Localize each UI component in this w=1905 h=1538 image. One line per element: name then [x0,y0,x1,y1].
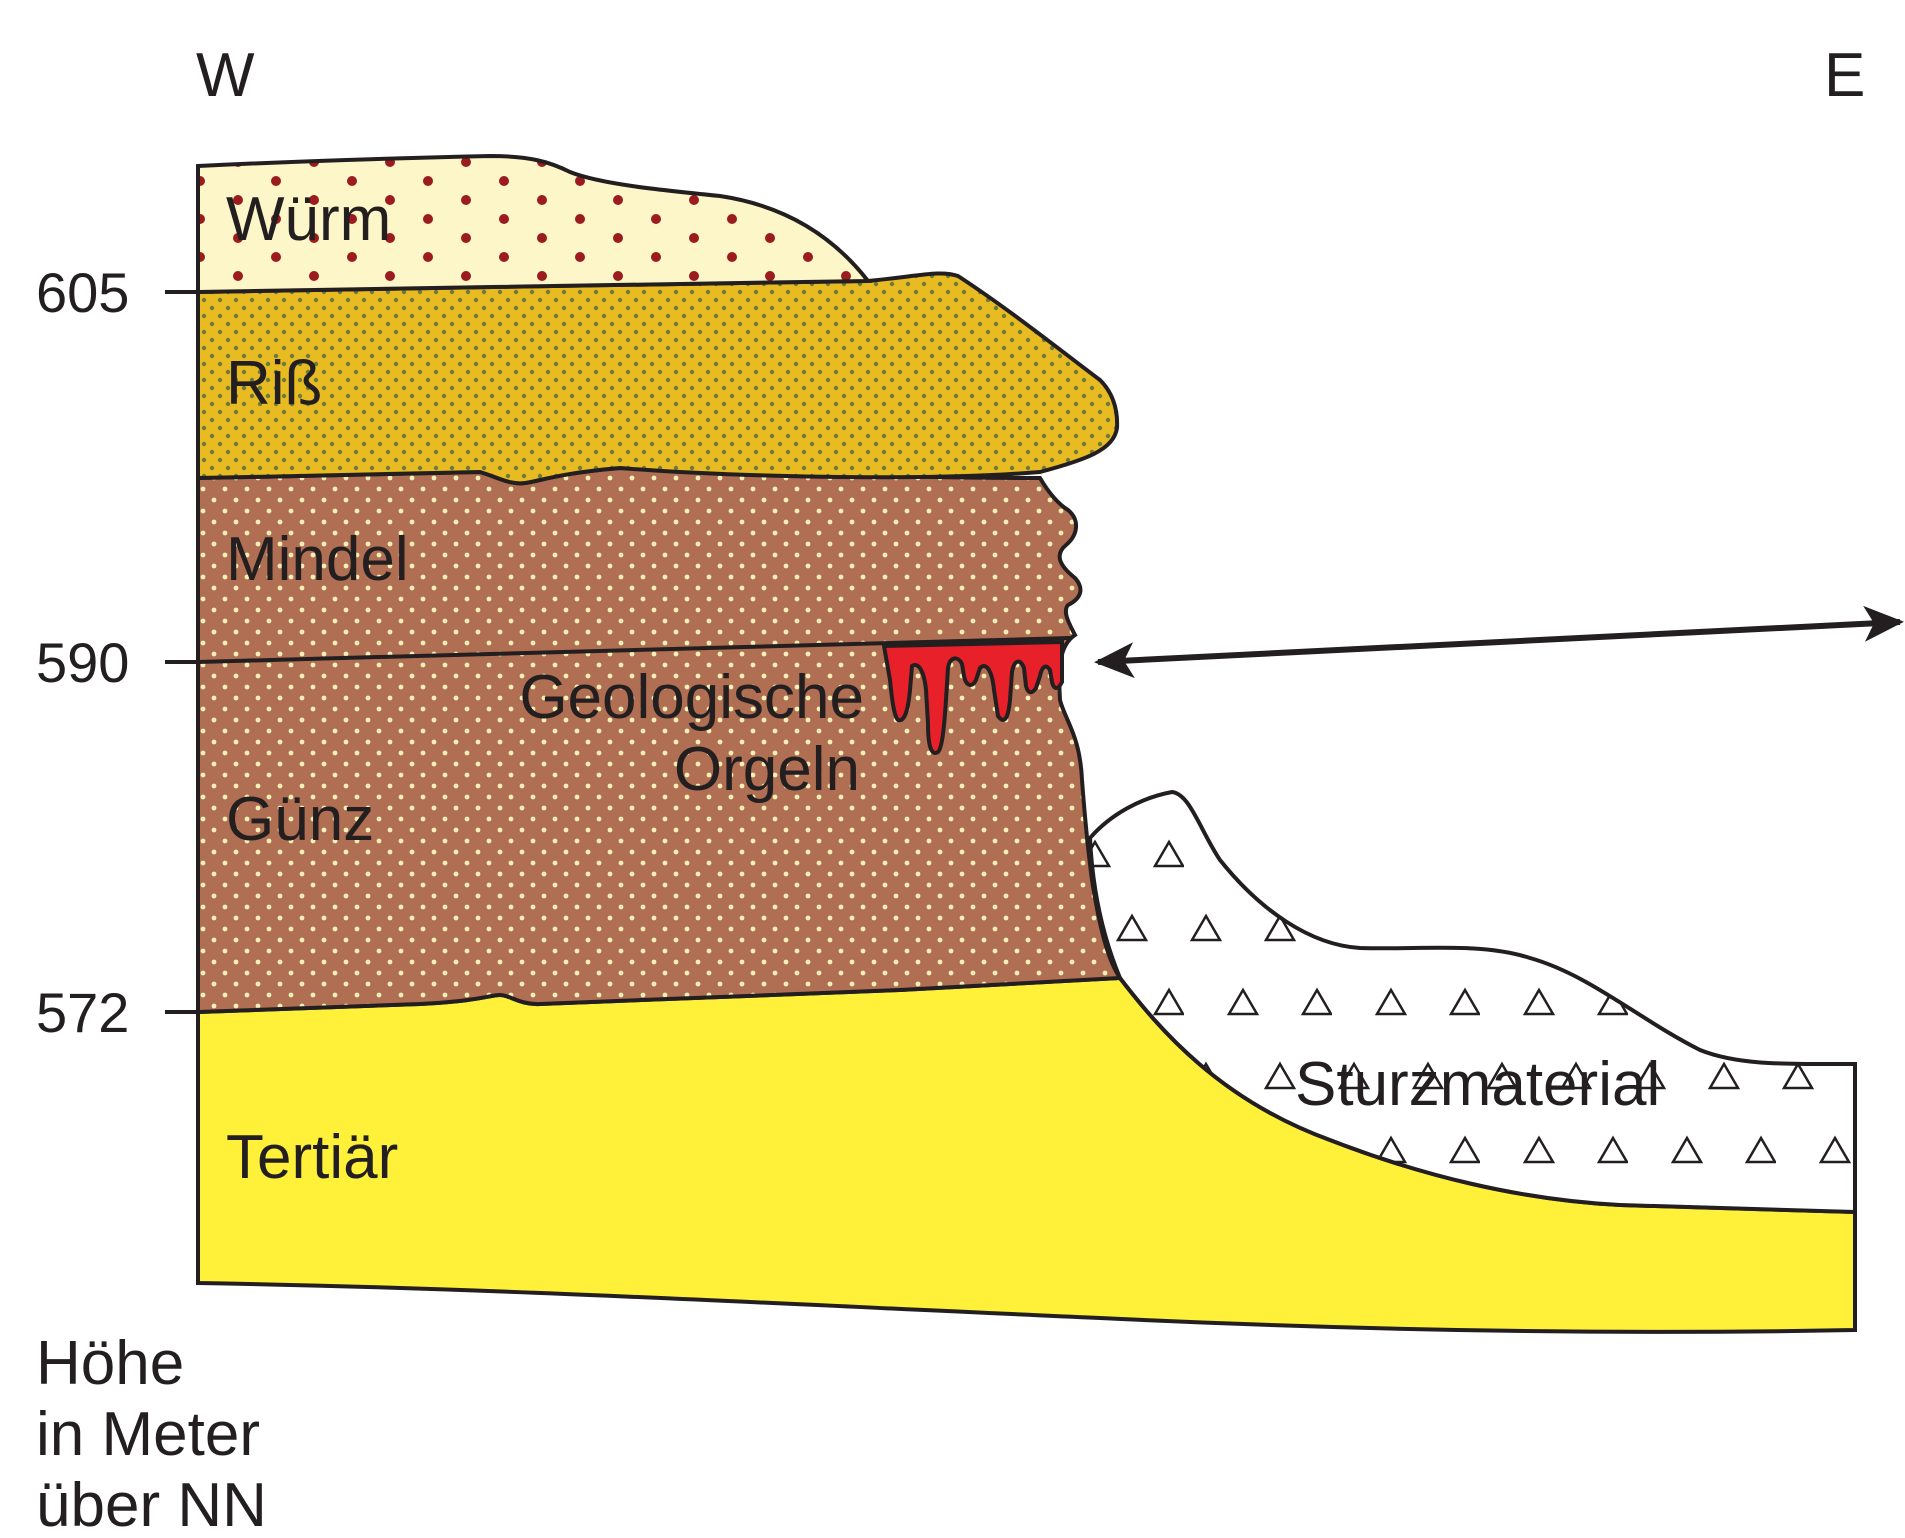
orgeln-label-line1: Geologische [519,663,864,732]
mindel-label: Mindel [226,525,409,594]
west-label: W [196,41,255,110]
riss-layer [198,273,1117,483]
gunz-label: Günz [226,785,374,854]
wurm-label: Würm [226,185,391,254]
tertiar-label: Tertiär [226,1123,398,1192]
tick-label-572: 572 [36,981,129,1044]
axis-caption-line3: über NN [36,1471,267,1538]
tick-label-605: 605 [36,261,129,324]
axis-caption-line1: Höhe [36,1329,184,1398]
axis-caption-line2: in Meter [36,1400,260,1469]
tick-label-590: 590 [36,631,129,694]
east-label: E [1824,41,1865,110]
double-arrow [1098,622,1900,662]
orgeln-label-line2: Orgeln [674,735,860,804]
sturzmaterial-label: Sturzmaterial [1295,1050,1660,1119]
riss-label: Riß [226,349,322,418]
